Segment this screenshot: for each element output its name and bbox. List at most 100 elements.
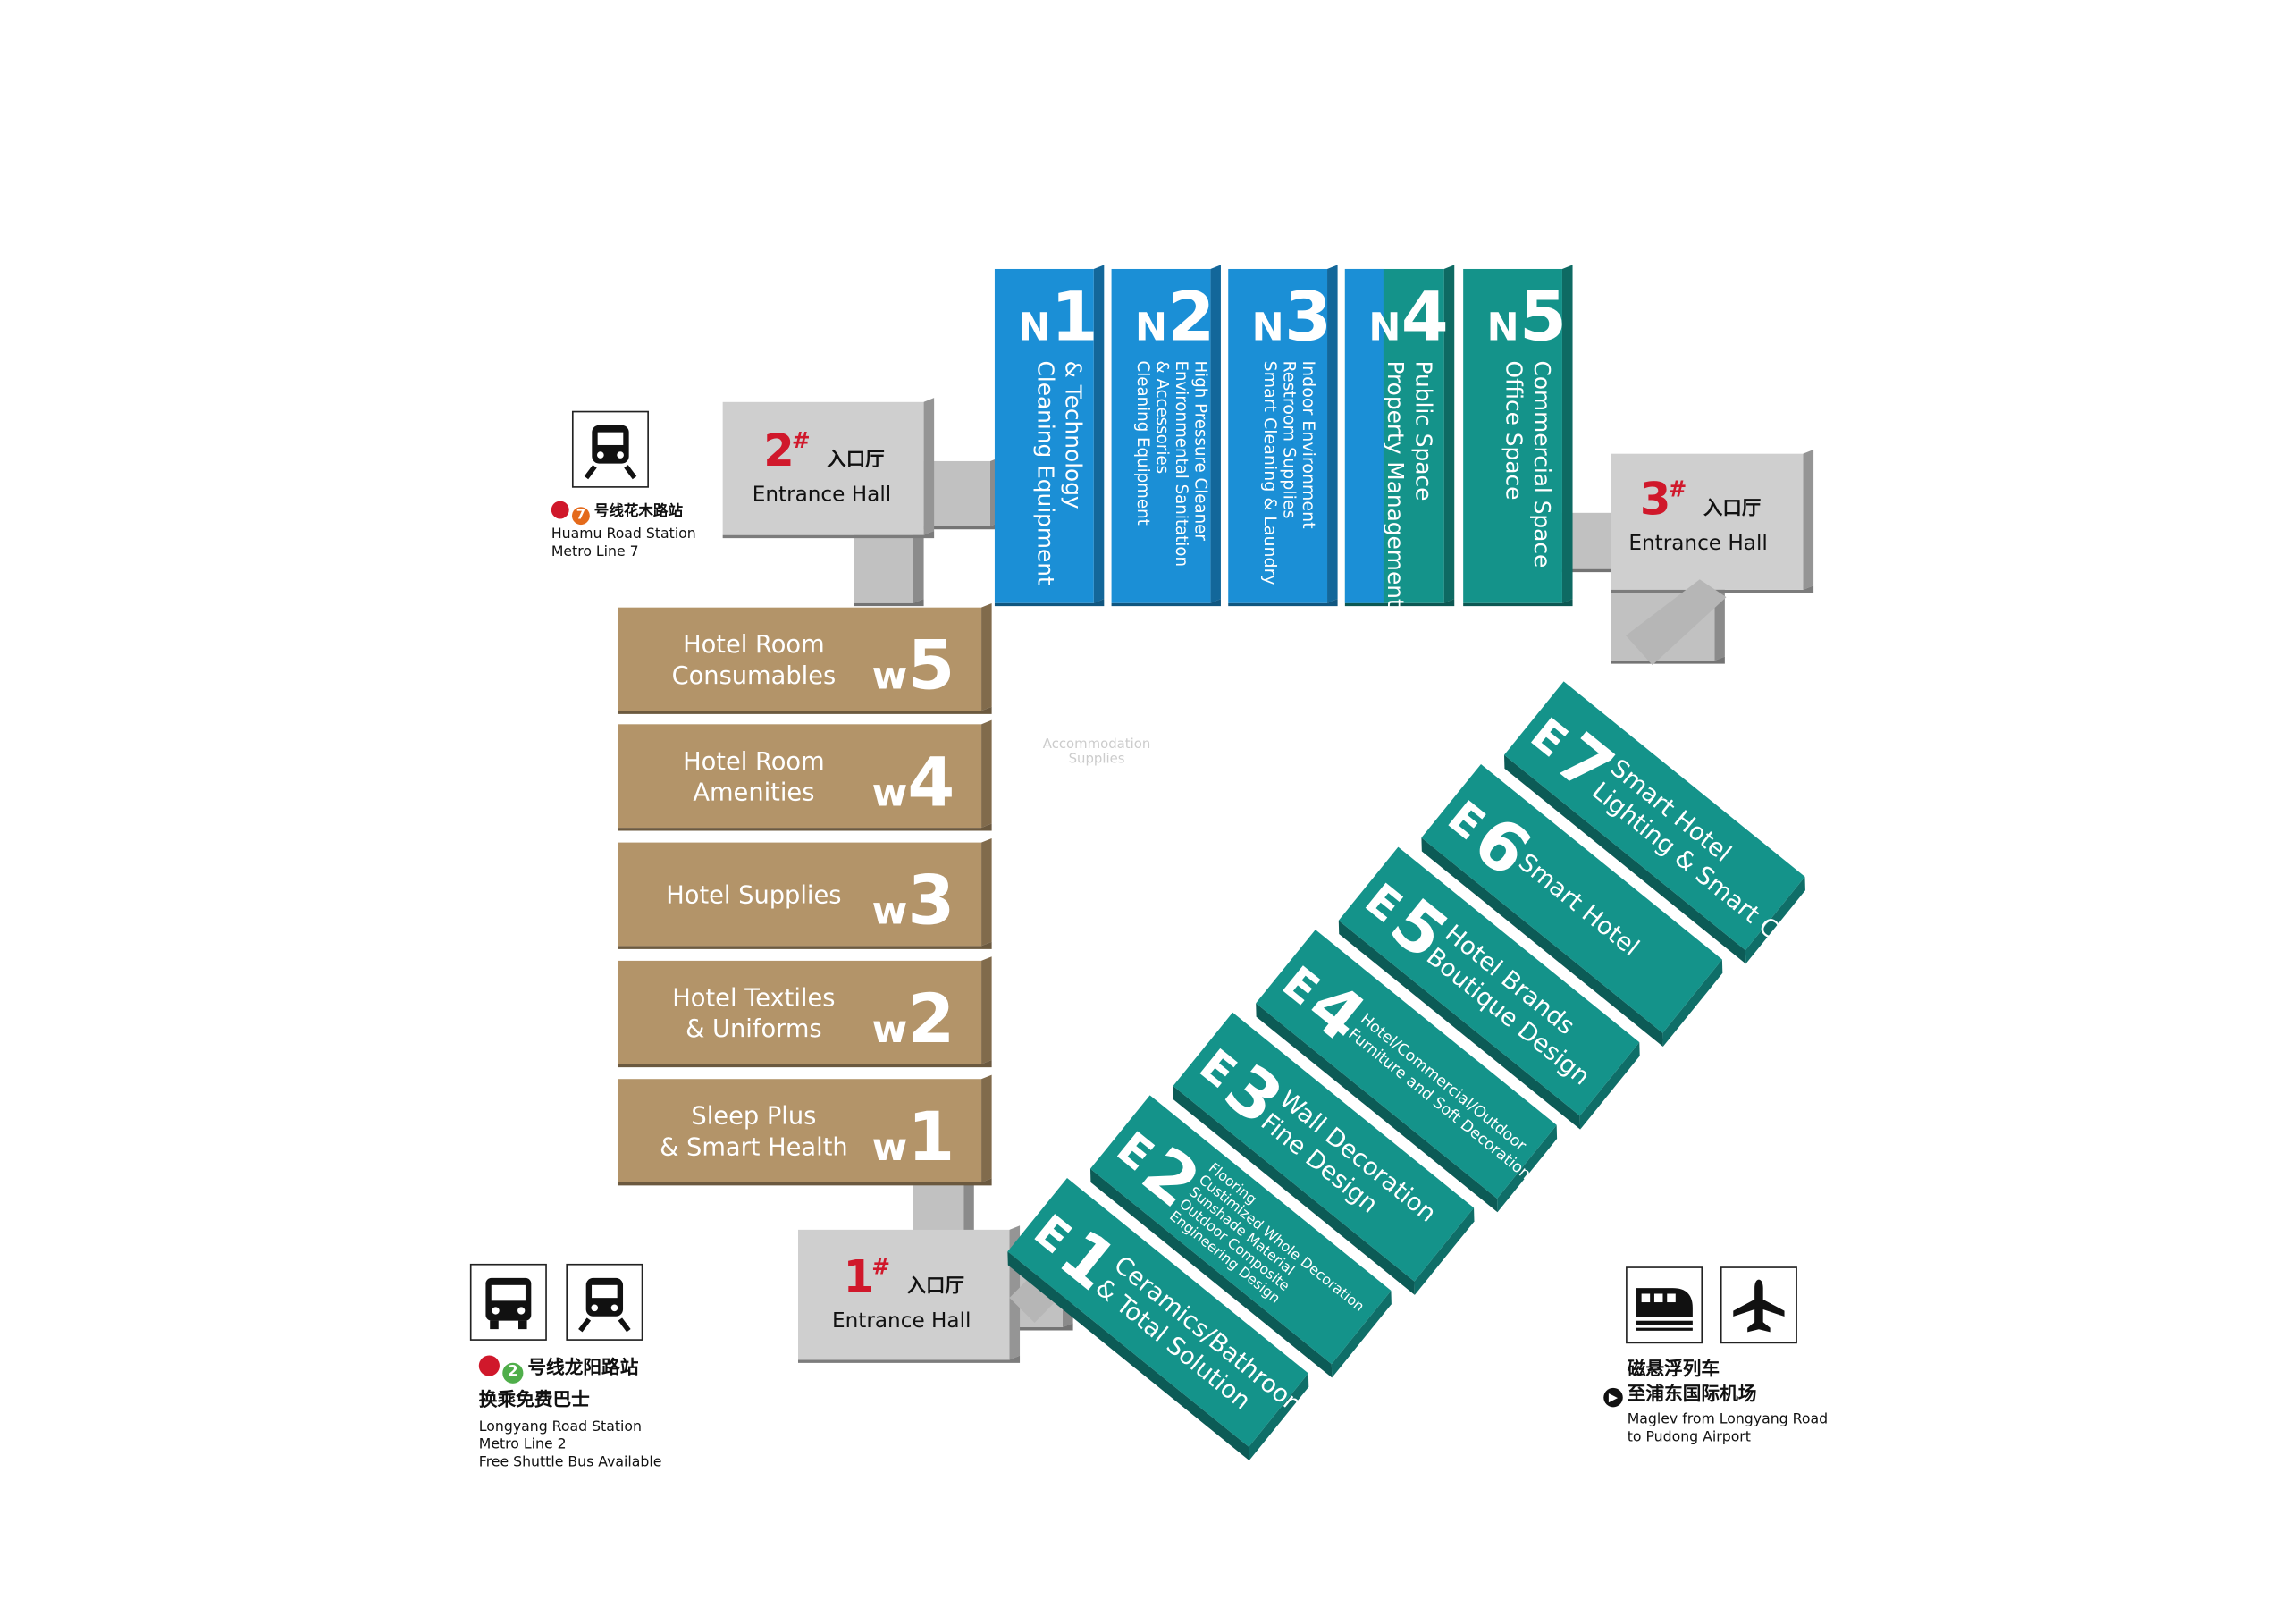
hall-w3-side	[981, 837, 992, 947]
shanghai-metro-logo-icon	[551, 501, 569, 519]
huamu-en-line-2: Metro Line 7	[551, 543, 639, 560]
hall-w3-bottom	[618, 941, 992, 949]
hall-n5-face	[1463, 268, 1562, 603]
hall-e1-bottom	[1007, 1251, 1249, 1461]
hall-w1-face	[618, 1079, 982, 1182]
entrance-2-connector-0-bottom	[854, 599, 924, 607]
hall-w2-number: 2	[907, 979, 955, 1058]
hall-e3-face	[1173, 1012, 1475, 1282]
hall-w5-desc-1: Consumables	[672, 662, 837, 690]
entrance-hall-2-side	[923, 398, 935, 535]
hall-n3-bottom	[1228, 599, 1338, 607]
hall-e2-bottom	[1089, 1168, 1333, 1378]
entrance-2-number: 2	[763, 425, 795, 476]
entrance-2-cn: 入口厅	[827, 449, 884, 471]
center-label-line-1: Accommodation	[1043, 736, 1151, 752]
entrance-3-number: 3	[1640, 473, 1671, 525]
hall-w3-face	[618, 842, 982, 947]
entrance-1-connector-0-face	[913, 1185, 964, 1236]
shanghai-metro-logo-icon	[478, 1355, 500, 1376]
hall-w3-desc-0: Hotel Supplies	[666, 881, 841, 909]
hall-w1-side	[981, 1074, 992, 1182]
hall-n2-desc-0: Cleaning Equipment	[1133, 361, 1152, 526]
hall-w1-prefix: w	[872, 1125, 908, 1170]
hall-w1-bottom	[618, 1178, 992, 1186]
hall-w4-desc-0: Hotel Room	[683, 748, 825, 776]
hall-n4-bottom	[1344, 599, 1455, 607]
hall-n4-desc-0: Property Management	[1383, 361, 1409, 608]
hall-n2-face	[1111, 268, 1211, 603]
entrance-2-sup: #	[792, 427, 811, 453]
hall-w4-side	[981, 719, 992, 829]
shuttle-bus-cn-label: 换乘免费巴士	[478, 1387, 590, 1410]
hall-n3-number: 3	[1284, 276, 1332, 356]
hall-w2-prefix: w	[872, 1007, 908, 1052]
entrance-hall-3-side	[1803, 450, 1814, 590]
entrance-3-connector-1-bottom	[1611, 656, 1725, 664]
entrance-1-cn: 入口厅	[907, 1275, 964, 1297]
hall-e6-side	[1662, 959, 1723, 1048]
maglev-en-line-2: to Pudong Airport	[1627, 1429, 1751, 1446]
entrance-hall-2-face	[722, 401, 924, 535]
hall-n1-face	[994, 268, 1094, 603]
hall-e2-side	[1331, 1290, 1392, 1378]
hall-n1-bottom	[994, 599, 1105, 607]
hall-e6-face	[1421, 763, 1722, 1033]
hall-n5-side	[1561, 265, 1573, 603]
entrance-3-ramp	[1626, 579, 1727, 666]
hall-w4-prefix: w	[872, 770, 908, 815]
hall-w4-desc-1: Amenities	[693, 778, 814, 806]
metro-train-icon	[566, 1263, 644, 1341]
hall-n3-prefix: N	[1252, 305, 1284, 349]
hall-e1-side	[1249, 1373, 1309, 1461]
hall-n4-prefix: N	[1368, 305, 1401, 349]
longyang-en-line-2: Metro Line 2	[478, 1436, 567, 1453]
hall-n1-desc-0: Cleaning Equipment	[1032, 361, 1058, 585]
hall-w5-number: 5	[907, 626, 955, 705]
hall-n4-number: 4	[1401, 276, 1449, 356]
entrance-hall-2-bottom	[722, 531, 935, 539]
maglev-train-icon	[1626, 1266, 1703, 1344]
hall-n4-side	[1443, 265, 1455, 603]
hall-w2-face	[618, 960, 982, 1064]
hall-n3-face	[1228, 268, 1328, 603]
hall-e6-bottom	[1421, 837, 1663, 1048]
hall-w5-side	[981, 603, 992, 711]
longyang-en-line-3: Free Shuttle Bus Available	[478, 1454, 662, 1471]
hall-n2-desc-3: High Pressure Cleaner	[1191, 361, 1210, 542]
metro-train-icon	[571, 410, 649, 488]
entrance-2-connector-1-bottom	[913, 522, 1001, 530]
maglev-cn-label: 磁悬浮列车	[1627, 1357, 1720, 1379]
maglev-en-line-1: Maglev from Longyang Road	[1627, 1411, 1829, 1428]
center-label-line-2: Supplies	[1069, 750, 1125, 766]
hall-e7-bottom	[1504, 754, 1746, 964]
hall-e5-face	[1338, 846, 1640, 1116]
hall-n5-bottom	[1463, 599, 1573, 607]
hall-n2-desc-2: Environmental Sanitation	[1172, 361, 1190, 568]
longyang-en-line-1: Longyang Road Station	[478, 1418, 642, 1435]
hall-n4-desc-1: Public Space	[1411, 361, 1437, 501]
hall-n5-number: 5	[1519, 276, 1567, 356]
hall-n1-number: 1	[1051, 276, 1098, 356]
hall-n3-desc-1: Restroom Supplies	[1279, 361, 1299, 519]
hall-w5-prefix: w	[872, 654, 908, 699]
hall-w4-face	[618, 724, 982, 829]
